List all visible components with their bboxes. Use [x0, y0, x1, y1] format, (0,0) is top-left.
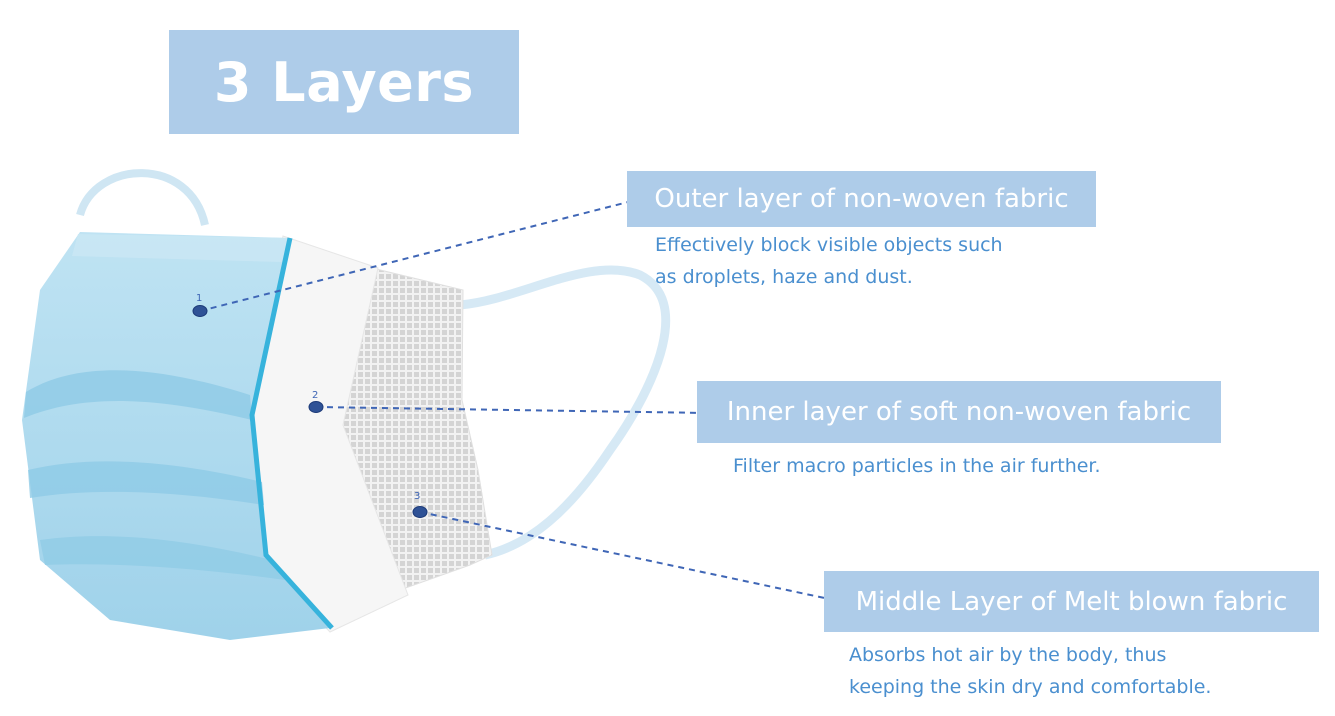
description-line: keeping the skin dry and comfortable.	[849, 676, 1212, 698]
ear-loop-side	[459, 265, 671, 560]
ear-loop-top	[76, 169, 209, 226]
label-inner-layer: Inner layer of soft non-woven fabric	[697, 381, 1221, 443]
description-inner-layer: Filter macro particles in the air furthe…	[733, 450, 1101, 482]
marker-number-2: 2	[312, 390, 318, 401]
label-middle-layer: Middle Layer of Melt blown fabric	[824, 571, 1319, 632]
description-middle-layer: Absorbs hot air by the body, thus keepin…	[849, 639, 1211, 703]
label-outer-text: Outer layer of non-woven fabric	[654, 184, 1069, 214]
top-binding	[72, 234, 290, 262]
label-middle-text: Middle Layer of Melt blown fabric	[855, 586, 1288, 617]
marker-number-1: 1	[196, 293, 202, 304]
title-text: 3 Layers	[213, 50, 475, 114]
title-banner: 3 Layers	[169, 30, 519, 134]
pleat-2	[28, 461, 264, 505]
description-outer-layer: Effectively block visible objects such a…	[655, 229, 1003, 293]
description-line: Filter macro particles in the air furthe…	[733, 455, 1101, 477]
marker-2	[308, 401, 324, 413]
marker-1	[192, 305, 208, 317]
marker-3	[412, 506, 428, 518]
leader-line-1	[199, 199, 637, 312]
description-line: Effectively block visible objects such	[655, 234, 1003, 256]
label-outer-layer: Outer layer of non-woven fabric	[627, 171, 1096, 227]
pleat-3	[40, 536, 285, 580]
marker-number-3: 3	[414, 491, 420, 502]
leader-line-3	[419, 511, 835, 601]
description-line: as droplets, haze and dust.	[655, 266, 913, 288]
mask-edge	[249, 237, 334, 630]
label-inner-text: Inner layer of soft non-woven fabric	[726, 397, 1192, 427]
pleat-1	[24, 370, 252, 420]
description-line: Absorbs hot air by the body, thus	[849, 644, 1167, 666]
